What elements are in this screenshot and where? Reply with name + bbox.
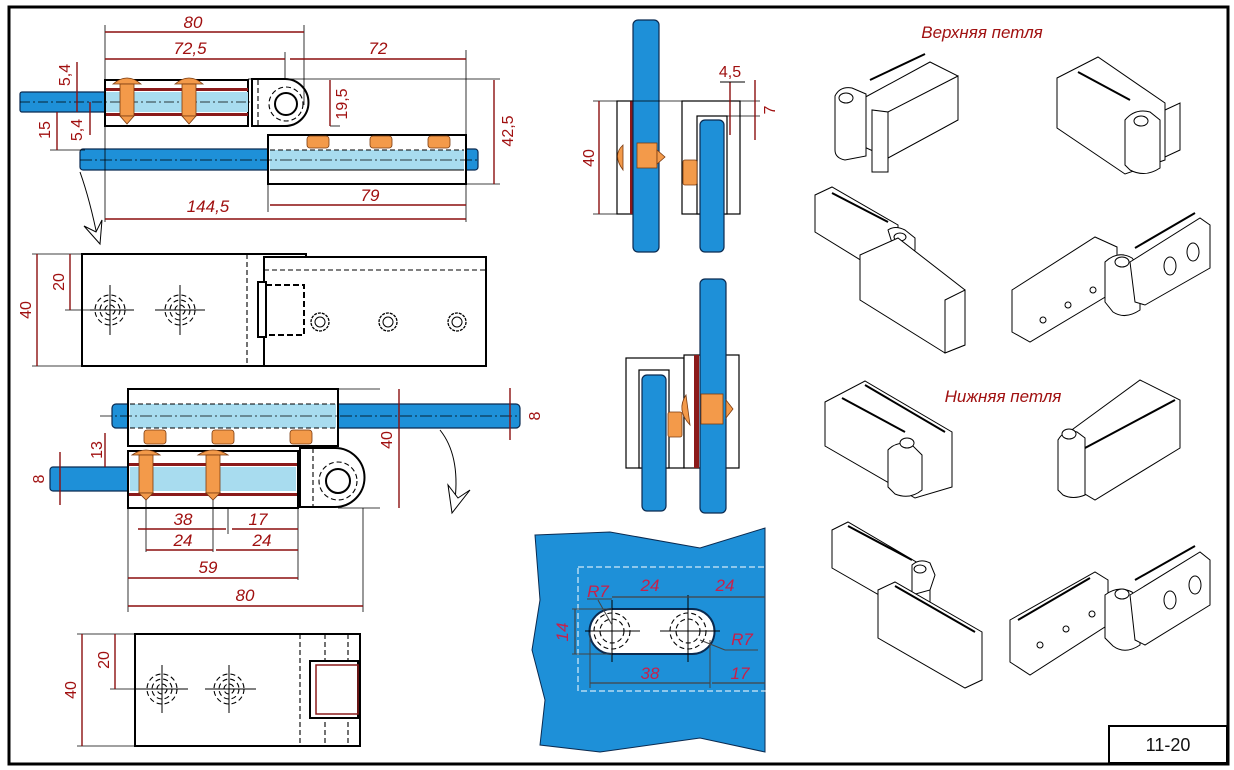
glass-panel-fixed bbox=[49, 466, 141, 492]
screw bbox=[196, 449, 230, 501]
title-block: 11-20 bbox=[1108, 725, 1228, 764]
clamp-outline bbox=[577, 566, 769, 692]
section-upper-hinge: 40 4,5 7 bbox=[581, 19, 779, 253]
iso-lower-hinge-open-left bbox=[831, 521, 983, 689]
clamp-plate bbox=[263, 256, 487, 367]
dim-19-5: 19,5 bbox=[334, 88, 351, 119]
iso-upper-hinge-closed-left bbox=[834, 53, 959, 173]
dim-24-left: 24 bbox=[640, 576, 660, 595]
dim-40: 40 bbox=[379, 431, 396, 449]
dim-r7-right: R7 bbox=[731, 630, 753, 649]
set-screw-nut bbox=[447, 312, 467, 332]
glass-cutout-detail: 24 24 R7 R7 14 38 17 bbox=[531, 527, 769, 753]
set-screw bbox=[289, 429, 313, 445]
swing-arc bbox=[439, 429, 457, 501]
dim-17: 17 bbox=[731, 664, 750, 683]
sheet-frame bbox=[7, 5, 1230, 766]
dim-80: 80 bbox=[236, 586, 255, 605]
set-screw bbox=[369, 135, 393, 149]
dim-13: 13 bbox=[89, 441, 106, 459]
dim-5-4-top: 5,4 bbox=[57, 64, 74, 86]
dim-14: 14 bbox=[553, 623, 572, 642]
title-block-cell bbox=[1108, 725, 1228, 764]
dim-40: 40 bbox=[63, 681, 80, 699]
iso-lower-hinge-open-right bbox=[1009, 545, 1211, 676]
upper-hinge-title: Верхняя петля bbox=[921, 23, 1043, 42]
set-screw bbox=[427, 135, 451, 149]
swing-arrow-icon bbox=[447, 483, 471, 515]
dim-40: 40 bbox=[18, 301, 35, 319]
dim-72-5: 72,5 bbox=[173, 39, 207, 58]
set-screw bbox=[211, 429, 235, 445]
dim-59: 59 bbox=[199, 558, 218, 577]
hinge-pin-hidden bbox=[268, 86, 304, 122]
gasket-top bbox=[106, 88, 248, 91]
dim-5-4-bottom: 5,4 bbox=[69, 119, 86, 141]
dim-38: 38 bbox=[174, 510, 193, 529]
dim-80: 80 bbox=[184, 13, 203, 32]
dim-144-5: 144,5 bbox=[187, 197, 230, 216]
set-screw bbox=[306, 135, 330, 149]
dim-42-5: 42,5 bbox=[500, 115, 517, 146]
dim-4-5: 4,5 bbox=[719, 64, 741, 81]
lower-hinge-title: Нижняя петля bbox=[945, 387, 1062, 406]
bolt-hole bbox=[155, 285, 205, 335]
top-view-lower-hinge: 40 8 8 13 38 17 24 24 59 80 bbox=[31, 388, 544, 612]
dim-72: 72 bbox=[369, 39, 388, 58]
bolt-hole bbox=[205, 665, 256, 713]
set-screw-nut bbox=[378, 312, 398, 332]
iso-upper-hinge-open-left bbox=[814, 186, 966, 354]
dim-40: 40 bbox=[581, 149, 598, 167]
glass-panel bbox=[632, 19, 660, 253]
gasket-bottom bbox=[106, 113, 248, 116]
screw bbox=[130, 449, 162, 501]
dim-24-right: 24 bbox=[252, 531, 272, 550]
dim-7: 7 bbox=[762, 105, 779, 114]
section-lower-hinge bbox=[625, 278, 740, 514]
dim-8-left: 8 bbox=[31, 474, 48, 483]
screw bbox=[111, 77, 143, 125]
set-screw-nut bbox=[310, 312, 330, 332]
hinge-pin bbox=[325, 468, 351, 494]
dim-15: 15 bbox=[37, 121, 54, 139]
dim-20: 20 bbox=[96, 651, 113, 669]
top-view-upper-hinge: 80 72,5 72 79 144,5 19,5 42,5 5,4 5,4 15 bbox=[19, 13, 517, 246]
glass-panel-fixed bbox=[641, 374, 667, 512]
hinge-pin bbox=[274, 92, 298, 116]
dim-20: 20 bbox=[51, 273, 68, 291]
set-screw bbox=[682, 159, 698, 186]
front-view-lower-hinge: 40 20 bbox=[63, 633, 361, 747]
dim-8-right: 8 bbox=[527, 411, 544, 420]
dim-24-right: 24 bbox=[715, 576, 735, 595]
set-screw bbox=[143, 429, 167, 445]
swing-arrow-icon bbox=[83, 219, 103, 246]
screw bbox=[173, 77, 205, 125]
dim-24-left: 24 bbox=[173, 531, 193, 550]
screw bbox=[636, 142, 658, 169]
bolt-hole bbox=[135, 665, 188, 713]
glass-panel-door bbox=[699, 119, 725, 253]
front-view-upper-hinge: 40 20 bbox=[18, 253, 487, 367]
iso-upper-hinge-closed-right bbox=[1056, 56, 1181, 175]
iso-lower-hinge-closed-left bbox=[824, 380, 953, 499]
dim-79: 79 bbox=[361, 186, 380, 205]
dim-17: 17 bbox=[249, 510, 268, 529]
dim-38: 38 bbox=[641, 664, 660, 683]
sheet-number: 11-20 bbox=[1146, 735, 1191, 755]
iso-lower-hinge-closed-right bbox=[1057, 379, 1181, 501]
set-screw bbox=[667, 411, 683, 438]
dim-r7-left: R7 bbox=[587, 582, 609, 601]
iso-upper-hinge-open-right bbox=[1011, 212, 1211, 343]
screw bbox=[700, 393, 724, 425]
